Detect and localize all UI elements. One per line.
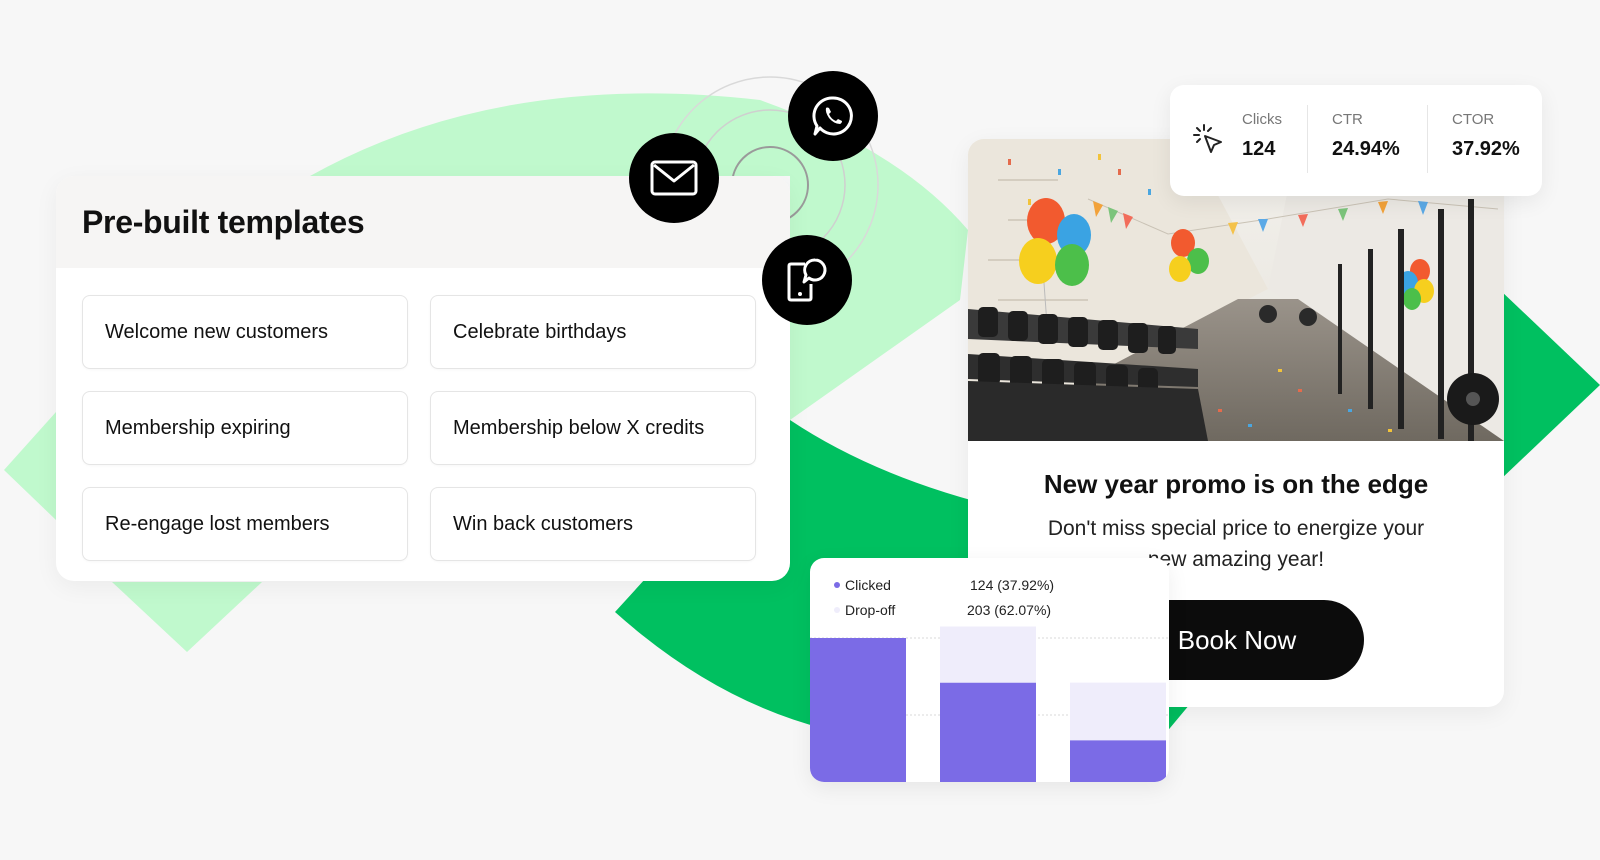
push-notification-icon[interactable]: [762, 235, 852, 325]
legend-drop-off-label: Drop-off: [845, 602, 896, 618]
template-win-back-customers[interactable]: Win back customers: [430, 487, 756, 561]
stat-ctr: CTR 24.94%: [1332, 111, 1400, 161]
templates-grid: Welcome new customers Celebrate birthday…: [56, 268, 790, 561]
legend-clicked: Clicked: [834, 577, 891, 593]
legend-clicked-label: Clicked: [845, 577, 891, 593]
funnel-bar-chart: [810, 626, 1169, 782]
templates-card: Pre-built templates Welcome new customer…: [56, 176, 790, 581]
legend-drop-off: Drop-off: [834, 602, 895, 618]
stat-ctor: CTOR 37.92%: [1452, 111, 1520, 161]
bar-clicked-2: [940, 682, 1036, 782]
whatsapp-icon[interactable]: [788, 71, 878, 161]
bar-drop-off-2: [940, 626, 1036, 683]
bar-clicked-3: [1070, 740, 1166, 782]
legend-drop-off-dot: [834, 607, 840, 613]
stat-clicks-value: 124: [1242, 138, 1276, 160]
stat-clicks-label: Clicks: [1242, 111, 1282, 128]
template-membership-below-credits[interactable]: Membership below X credits: [430, 391, 756, 465]
legend-drop-off-value: 203 (62.07%): [967, 602, 1052, 618]
stat-clicks: Clicks 124: [1242, 111, 1282, 161]
legend-clicked-dot: [834, 582, 840, 588]
promo-body: Don't miss special price to energize you…: [1047, 517, 1425, 571]
template-membership-expiring[interactable]: Membership expiring: [82, 391, 408, 465]
funnel-chart-card: Clicked 124 (37.92%) Drop-off 203 (62.07…: [810, 558, 1169, 782]
stat-ctr-label: CTR: [1332, 111, 1363, 128]
stat-ctr-value: 24.94%: [1332, 138, 1400, 160]
email-icon[interactable]: [629, 133, 719, 223]
bar-drop-off-3: [1070, 682, 1166, 741]
legend-clicked-value: 124 (37.92%): [970, 577, 1055, 593]
email-stats-card: Clicks 124 CTR 24.94% CTOR 37.92%: [1170, 85, 1542, 196]
promo-title: New year promo is on the edge: [1043, 469, 1429, 499]
stat-divider: [1427, 105, 1428, 173]
template-welcome-new-customers[interactable]: Welcome new customers: [82, 295, 408, 369]
stat-ctor-value: 37.92%: [1452, 138, 1520, 160]
bar-clicked-1: [810, 638, 906, 782]
stat-divider: [1307, 105, 1308, 173]
stat-ctor-label: CTOR: [1452, 111, 1495, 128]
click-cursor-icon: [1193, 124, 1222, 153]
templates-title: Pre-built templates: [82, 203, 365, 240]
template-celebrate-birthdays[interactable]: Celebrate birthdays: [430, 295, 756, 369]
template-re-engage-lost-members[interactable]: Re-engage lost members: [82, 487, 408, 561]
